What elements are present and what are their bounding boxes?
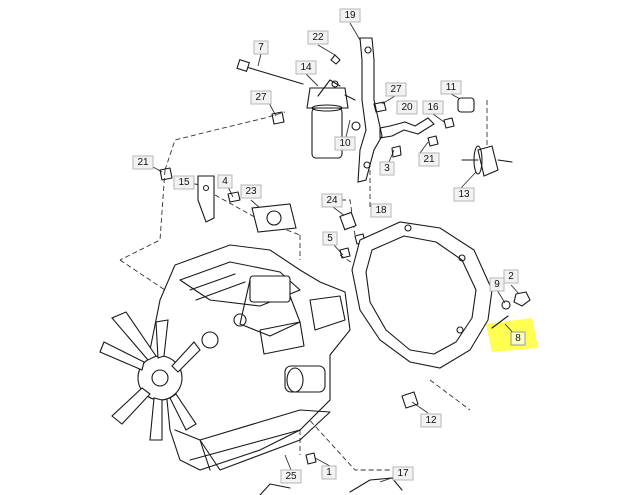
gasket-23 (251, 203, 297, 233)
svg-text:27: 27 (390, 84, 402, 95)
callout-22[interactable]: 22 (307, 30, 329, 45)
callout-5[interactable]: 5 (322, 231, 338, 246)
bracket-15 (197, 175, 215, 223)
callout-1[interactable]: 1 (321, 465, 337, 480)
svg-text:10: 10 (339, 138, 351, 149)
svg-text:4: 4 (222, 176, 228, 187)
svg-text:24: 24 (326, 195, 338, 206)
svg-text:14: 14 (300, 62, 312, 73)
callout-20[interactable]: 20 (396, 100, 418, 115)
svg-text:27: 27 (255, 92, 267, 103)
callout-17[interactable]: 17 (392, 466, 414, 481)
svg-text:19: 19 (344, 10, 356, 21)
small-fittings (159, 101, 455, 259)
callout-2[interactable]: 2 (503, 269, 519, 284)
flywheel-housing-18 (351, 221, 493, 369)
callout-14[interactable]: 14 (295, 60, 317, 75)
callout-9[interactable]: 9 (489, 277, 505, 292)
svg-text:5: 5 (327, 233, 333, 244)
callout-11[interactable]: 11 (440, 80, 462, 95)
callout-19[interactable]: 19 (339, 8, 361, 23)
svg-text:20: 20 (401, 102, 413, 113)
engine-block (149, 244, 351, 471)
cooling-fan (99, 311, 201, 441)
bolt-7 (236, 59, 304, 85)
bracket-19 (357, 37, 383, 183)
callout-25[interactable]: 25 (280, 469, 302, 484)
clip-12 (401, 391, 419, 409)
callout-16[interactable]: 16 (422, 100, 444, 115)
svg-text:2: 2 (508, 271, 514, 282)
callout-27-top[interactable]: 27 (385, 82, 407, 97)
svg-text:3: 3 (384, 163, 390, 174)
svg-text:22: 22 (312, 32, 324, 43)
callout-3[interactable]: 3 (379, 161, 395, 176)
svg-text:25: 25 (285, 471, 297, 482)
callout-10[interactable]: 10 (334, 136, 356, 151)
svg-text:15: 15 (178, 177, 190, 188)
bolt-22 (330, 54, 341, 65)
svg-text:7: 7 (258, 42, 264, 53)
bottom-parts (259, 452, 403, 495)
callout-18[interactable]: 18 (370, 203, 392, 218)
callout-7[interactable]: 7 (253, 40, 269, 55)
svg-text:13: 13 (458, 189, 470, 200)
hose-20 (379, 117, 435, 139)
callout-21-left[interactable]: 21 (132, 155, 154, 170)
callout-23[interactable]: 23 (240, 184, 262, 199)
svg-text:17: 17 (397, 468, 409, 479)
svg-text:9: 9 (494, 279, 500, 290)
svg-text:21: 21 (137, 157, 149, 168)
callout-8[interactable]: 8 (510, 331, 526, 346)
callout-21-right[interactable]: 21 (418, 152, 440, 167)
callout-12[interactable]: 12 (420, 413, 442, 428)
svg-text:23: 23 (245, 186, 257, 197)
svg-text:11: 11 (446, 82, 457, 93)
sensor-24 (339, 211, 357, 231)
engine-mount-11-13 (457, 97, 513, 177)
callout-27-left[interactable]: 27 (250, 90, 272, 105)
svg-text:16: 16 (427, 102, 439, 113)
svg-text:8: 8 (515, 333, 521, 344)
svg-text:1: 1 (326, 467, 332, 478)
svg-text:21: 21 (423, 154, 435, 165)
fasteners-2-9-8 (491, 291, 531, 329)
svg-text:18: 18 (375, 205, 387, 216)
callout-15[interactable]: 15 (173, 175, 195, 190)
callout-13[interactable]: 13 (453, 187, 475, 202)
svg-text:12: 12 (425, 415, 437, 426)
callout-24[interactable]: 24 (321, 193, 343, 208)
callout-4[interactable]: 4 (217, 174, 233, 189)
